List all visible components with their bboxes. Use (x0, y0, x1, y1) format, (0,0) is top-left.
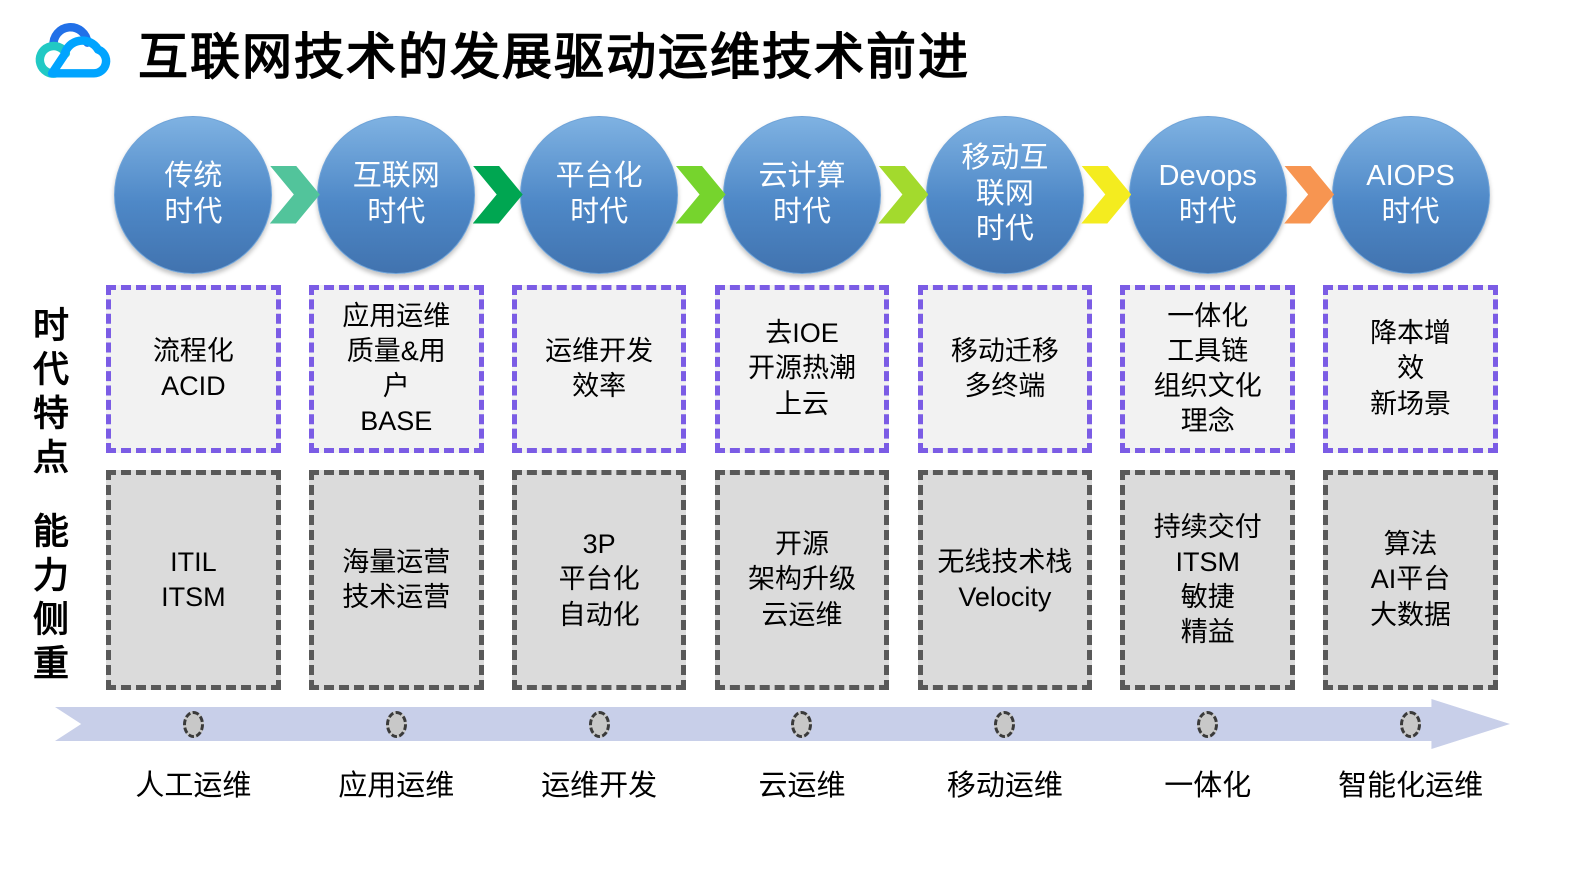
stage-label: 人工运维 (135, 770, 252, 802)
cloud-logo-icon (35, 23, 111, 78)
era-column: Devops 时代 (1106, 112, 1335, 277)
timeline-stages-row: 人工运维 应用运维 运维开发 云运维 移动运维 一体化 智能化运维 (92, 758, 1512, 802)
capability-box: 算法 AI平台 大数据 (1323, 470, 1498, 690)
timeline-dot (1400, 710, 1422, 738)
era-circle: 传统 时代 (114, 115, 273, 274)
feature-box: 去IOE 开源热潮 上云 (714, 285, 890, 453)
timeline-dot (791, 710, 813, 738)
stage-label: 智能化运维 (1338, 770, 1484, 802)
capability-box: 开源 架构升级 云运维 (714, 470, 890, 690)
era-circle: Devops 时代 (1128, 115, 1287, 274)
row-label-capabilities: 能力侧重 (28, 512, 69, 688)
feature-box: 流程化 ACID (106, 285, 281, 453)
timeline-dot (385, 710, 407, 738)
feature-box: 运维开发 效率 (511, 285, 687, 453)
stage-label: 应用运维 (338, 770, 455, 802)
timeline-arrow (55, 699, 1510, 749)
capability-box: 海量运营 技术运营 (309, 470, 484, 690)
capability-box: 无线技术栈 Velocity (917, 470, 1093, 690)
capability-box: 持续交付 ITSM 敏捷 精益 (1120, 470, 1295, 690)
timeline-dot (588, 710, 610, 738)
row-label-era-features: 时代特点 (28, 306, 69, 482)
timeline-dot (182, 710, 204, 738)
timeline-dots-row (92, 707, 1512, 741)
era-column: AIOPS 时代 (1309, 112, 1512, 277)
era-column: 传统 时代 (92, 112, 320, 277)
era-circles-row: 传统 时代 互联网 时代 平台化 时代 云计算 时代 移动互 联网 时代 Dev… (92, 112, 1512, 277)
feature-box: 降本增 效 新场景 (1323, 285, 1498, 453)
stage-label: 移动运维 (946, 770, 1063, 802)
era-circle: 平台化 时代 (520, 115, 679, 274)
era-circle: 云计算 时代 (722, 115, 881, 274)
era-circle: 互联网 时代 (317, 115, 476, 274)
stage-label: 运维开发 (541, 770, 658, 802)
feature-box: 应用运维 质量&用 户 BASE (309, 285, 484, 453)
page-title: 互联网技术的发展驱动运维技术前进 (138, 29, 970, 85)
era-column: 平台化 时代 (498, 112, 726, 277)
timeline-dot (1197, 710, 1219, 738)
feature-box: 一体化 工具链 组织文化 理念 (1120, 285, 1295, 453)
stage-label: 云运维 (758, 770, 846, 802)
era-features-row: 流程化 ACID 应用运维 质量&用 户 BASE 运维开发 效率 去IOE 开… (92, 285, 1512, 455)
era-column: 云计算 时代 (701, 112, 929, 277)
era-circle: 移动互 联网 时代 (925, 115, 1084, 274)
era-column: 互联网 时代 (295, 112, 523, 277)
header: 互联网技术的发展驱动运维技术前进 (26, 16, 970, 90)
capability-box: 3P 平台化 自动化 (511, 470, 687, 690)
capability-box: ITIL ITSM (106, 470, 281, 690)
era-circle: AIOPS 时代 (1331, 115, 1490, 274)
feature-box: 移动迁移 多终端 (917, 285, 1093, 453)
era-column: 移动互 联网 时代 (903, 112, 1132, 277)
capabilities-row: ITIL ITSM 海量运营 技术运营 3P 平台化 自动化 开源 架构升级 云… (92, 470, 1512, 694)
stage-label: 一体化 (1164, 770, 1252, 802)
timeline-dot (994, 710, 1016, 738)
